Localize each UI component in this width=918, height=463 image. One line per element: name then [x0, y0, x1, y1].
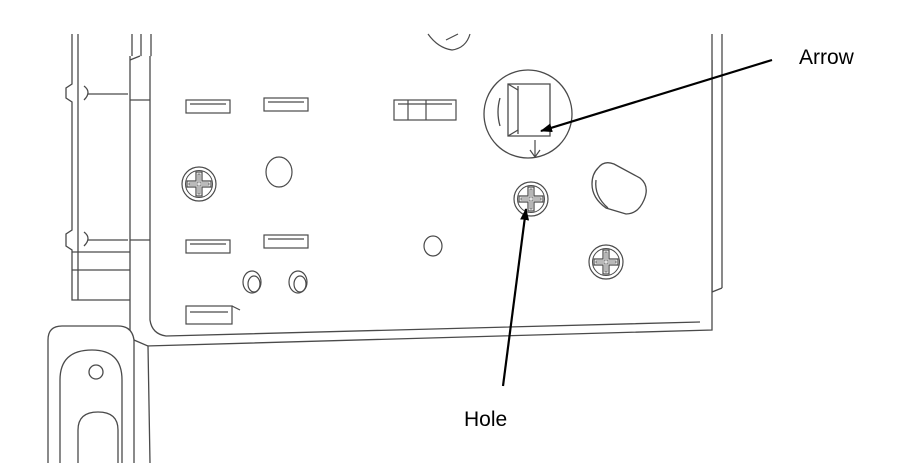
- left-bracket: [65, 34, 133, 301]
- rectangular-slots: [185, 97, 457, 325]
- callout-leaders: [501, 58, 773, 387]
- arrow-window: [483, 69, 573, 159]
- phillips-screw-icon: [588, 244, 624, 280]
- foot-plate: [47, 325, 151, 463]
- hole-label: Hole: [464, 408, 508, 431]
- oval-boss: [591, 162, 647, 215]
- phillips-screw-icon: [513, 181, 549, 217]
- hole-leader-line: [501, 208, 530, 387]
- arrow-down-icon: [529, 140, 541, 159]
- arrow-leader-line: [540, 58, 773, 133]
- round-holes: [242, 156, 443, 294]
- top-notch: [427, 33, 471, 51]
- phillips-screw-icon: [181, 166, 217, 202]
- arrow-label: Arrow: [799, 46, 854, 69]
